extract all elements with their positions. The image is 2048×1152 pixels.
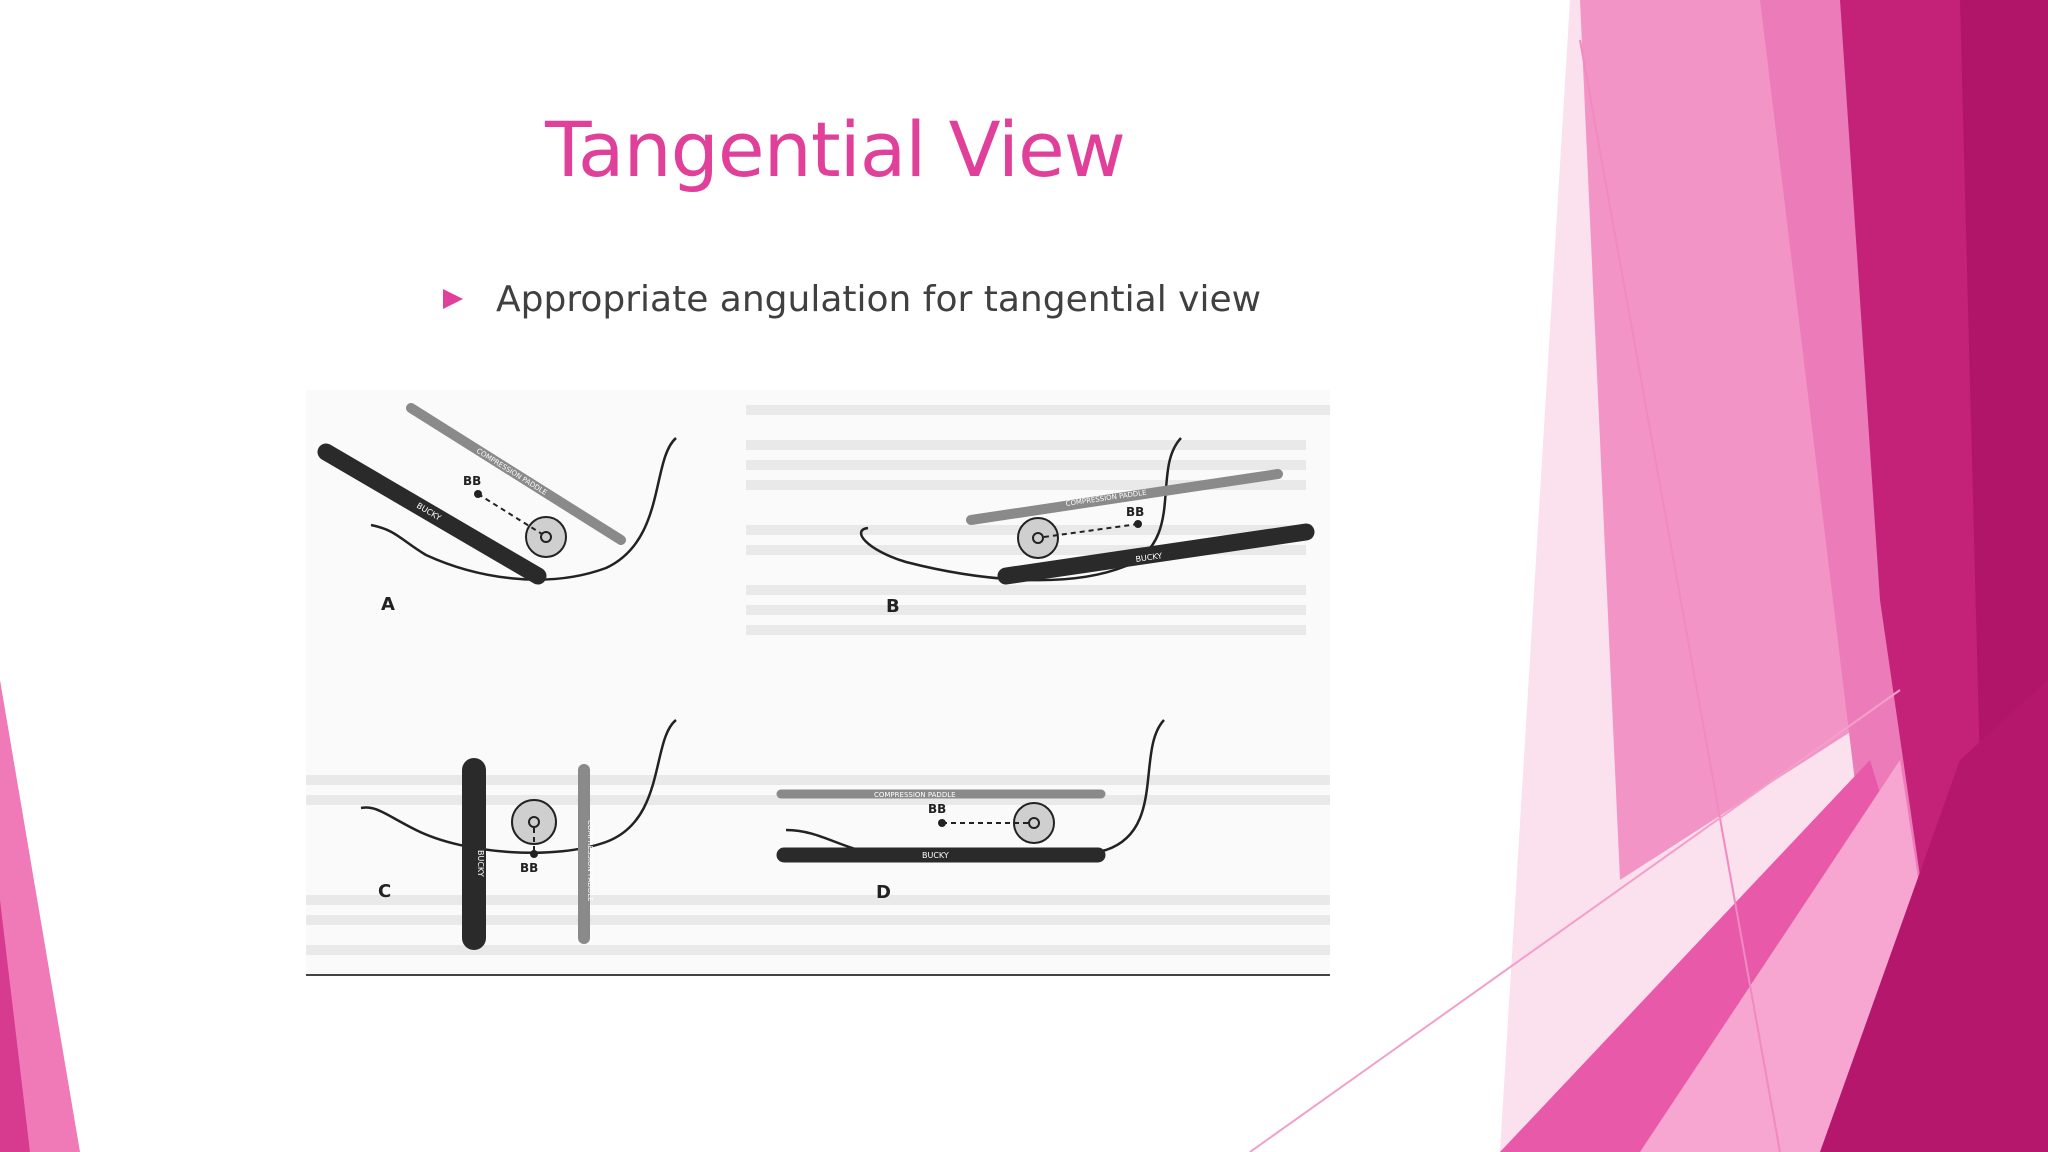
panel-label-b: B [886, 596, 900, 617]
lesion-center-d [1028, 817, 1040, 829]
panel-c: BUCKY COMPRESSION PADDLE BB C [360, 719, 677, 950]
bb-line-b [1043, 523, 1139, 538]
bucky-a [317, 443, 547, 585]
panel-label-a: A [381, 594, 395, 615]
bb-label-d: BB [928, 802, 946, 816]
lesion-circle-b [1017, 517, 1059, 559]
paddle-label-d: COMPRESSION PADDLE [874, 791, 956, 799]
slide-title: Tangential View [545, 105, 1126, 194]
panel-label-c: C [378, 881, 391, 902]
bullet-text: Appropriate angulation for tangential vi… [496, 278, 1262, 320]
magenta-lower-facet [1820, 680, 2048, 1152]
bb-marker-c [530, 850, 538, 858]
bb-line-a [477, 493, 543, 535]
panel-label-d: D [876, 882, 891, 903]
bb-label-b: BB [1126, 505, 1144, 519]
paddle-label-c: COMPRESSION PADDLE [586, 820, 594, 902]
thin-line-2 [1249, 689, 1901, 1152]
bb-label-a: BB [463, 474, 481, 488]
bucky-label-c: BUCKY [476, 850, 485, 877]
bb-marker-b [1134, 520, 1142, 528]
triangle-right-icon [443, 289, 463, 309]
bucky-b [997, 523, 1315, 585]
bb-marker-d [938, 819, 946, 827]
bucky-label-b: BUCKY [1135, 551, 1163, 564]
breast-contour-a [370, 437, 677, 581]
breast-contour-b [859, 437, 1182, 582]
lesion-center-b [1032, 532, 1044, 544]
left-pink-band [0, 680, 80, 1152]
thin-line-1 [1579, 39, 1781, 1152]
compression-paddle-b [966, 469, 1283, 525]
compression-paddle-a [406, 403, 626, 545]
left-magenta-band [0, 900, 30, 1152]
bucky-label-d: BUCKY [922, 851, 949, 860]
bullet-item: Appropriate angulation for tangential vi… [440, 274, 1261, 324]
lesion-center-a [540, 531, 552, 543]
panel-d: COMPRESSION PADDLE BUCKY BB D [776, 719, 1165, 903]
lesion-circle-d [1013, 802, 1055, 844]
tangential-view-figure: COMPRESSION PADDLE BUCKY BB A COMPRESSIO… [306, 390, 1330, 976]
bb-label-c: BB [520, 861, 538, 875]
breast-contour-c [360, 719, 677, 855]
lesion-center-c [528, 816, 540, 828]
bb-marker-a [474, 490, 482, 498]
lesion-circle-a [525, 516, 567, 558]
lesion-circle-c [511, 799, 557, 845]
